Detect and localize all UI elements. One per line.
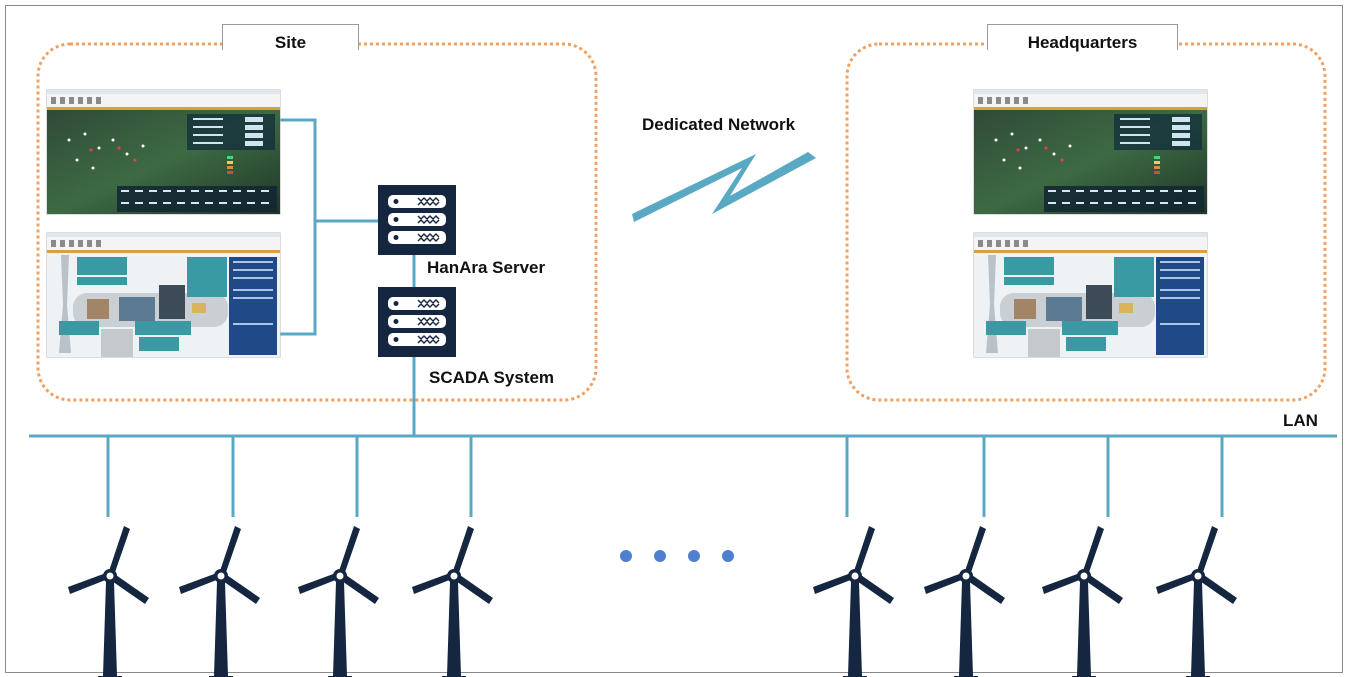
wind-turbine-icon	[813, 526, 894, 677]
wind-turbine-icon	[179, 526, 260, 677]
wind-turbine-icon	[1156, 526, 1237, 677]
site-links	[278, 118, 416, 436]
hq-monitoring-screen-map	[973, 89, 1208, 215]
lightning-link-icon	[632, 152, 816, 222]
site-monitoring-screen-nacelle	[46, 232, 281, 358]
scada-system-label: SCADA System	[429, 368, 555, 387]
lan-bus	[29, 434, 1337, 517]
site-monitoring-screen-map	[46, 89, 281, 215]
turbine-ellipsis	[620, 550, 734, 562]
hanara-server-label: HanAra Server	[427, 258, 546, 277]
hanara-server-icon	[377, 184, 457, 256]
site-tab: Site	[222, 24, 359, 52]
scada-server-icon	[377, 286, 457, 358]
diagram-frame	[5, 5, 1343, 673]
headquarters-tab: Headquarters	[987, 24, 1178, 52]
lan-label: LAN	[1283, 411, 1318, 430]
wind-turbine-icon	[924, 526, 1005, 677]
wind-turbine-icon	[412, 526, 493, 677]
wind-turbine-icon	[298, 526, 379, 677]
wind-turbine-icon	[1042, 526, 1123, 677]
dedicated-network-label: Dedicated Network	[642, 115, 796, 134]
wind-turbine-icon	[68, 526, 149, 677]
hq-monitoring-screen-nacelle	[973, 232, 1208, 358]
